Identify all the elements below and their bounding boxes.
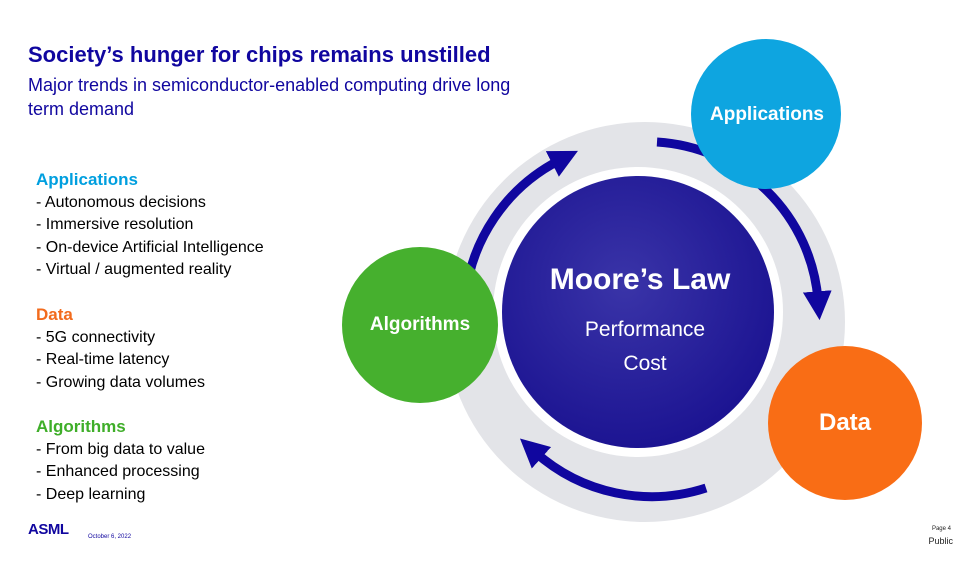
list-item: - Growing data volumes: [36, 373, 205, 391]
data-label: Data: [818, 409, 872, 436]
center-title: Moore’s Law: [549, 263, 731, 296]
applications-label: Applications: [709, 104, 825, 125]
list-item: - Immersive resolution: [36, 216, 194, 233]
list-item: - Real-time latency: [36, 351, 170, 368]
arrow-applications-to-data: [656, 137, 832, 321]
list-item: - Autonomous decisions: [36, 193, 206, 211]
slide-title: Society’s hunger for chips remains unsti…: [28, 42, 491, 67]
section-heading: Algorithms: [36, 417, 126, 436]
center-performance: Performance: [584, 318, 706, 341]
section-heading: Data: [36, 305, 73, 324]
footer-date: October 6, 2022: [88, 534, 132, 540]
center-cost: Cost: [623, 352, 667, 375]
section-algorithms: Algorithms - From big data to value - En…: [36, 416, 205, 506]
applications-circle: [691, 39, 841, 189]
section-data: Data - 5G connectivity - Real-time laten…: [36, 304, 205, 394]
asml-logo: ASML: [28, 521, 69, 538]
arrow-data-to-algorithms: [519, 438, 708, 502]
algorithms-label: Algorithms: [369, 314, 471, 335]
data-circle: [768, 346, 922, 500]
list-item: - 5G connectivity: [36, 328, 156, 346]
algorithms-circle: [342, 247, 498, 403]
slide-subtitle: Major trends in semiconductor-enabled co…: [28, 75, 511, 119]
list-item: - Enhanced processing: [36, 463, 200, 480]
list-item: - Deep learning: [36, 485, 146, 503]
section-heading: Applications: [36, 170, 139, 189]
classification-label: Public: [928, 536, 953, 546]
section-applications: Applications - Autonomous decisions - Im…: [36, 169, 264, 282]
list-item: - From big data to value: [36, 440, 205, 458]
moores-law-circle: [502, 176, 774, 448]
page-number: Page 4: [931, 526, 951, 532]
list-item: - On-device Artificial Intelligence: [36, 238, 264, 256]
list-item: - Virtual / augmented reality: [36, 261, 232, 278]
